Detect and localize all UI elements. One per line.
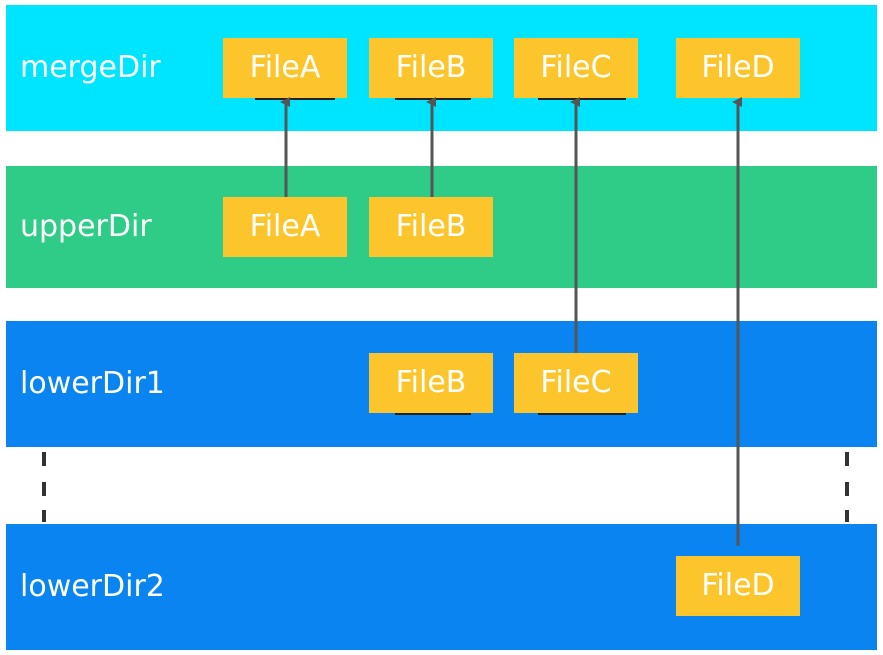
ellipsis-dash-left-1 [42, 452, 46, 466]
ellipsis-dash-right-3 [845, 510, 849, 522]
lower1-file-b: FileB [369, 353, 493, 413]
lower2-file-d: FileD [676, 556, 800, 616]
lower1-file-b-underline [395, 413, 471, 415]
layer-label-lowerDir1: lowerDir1 [20, 366, 165, 401]
upper-file-b: FileB [369, 197, 493, 257]
lower1-file-c: FileC [514, 353, 638, 413]
merge-file-d: FileD [676, 38, 800, 98]
ellipsis-dash-left-3 [42, 510, 46, 522]
merge-file-a: FileA [223, 38, 347, 98]
lower1-file-c-underline [538, 413, 626, 415]
layer-label-upperDir: upperDir [20, 209, 152, 244]
layer-label-lowerDir2: lowerDir2 [20, 569, 165, 604]
upper-file-a: FileA [223, 197, 347, 257]
merge-file-c-underline [538, 98, 626, 100]
ellipsis-dash-right-1 [845, 452, 849, 466]
ellipsis-dash-left-2 [42, 482, 46, 496]
merge-file-c: FileC [514, 38, 638, 98]
merge-file-b: FileB [369, 38, 493, 98]
layer-label-mergeDir: mergeDir [20, 50, 161, 85]
merge-file-a-underline [255, 98, 335, 100]
ellipsis-dash-right-2 [845, 482, 849, 496]
